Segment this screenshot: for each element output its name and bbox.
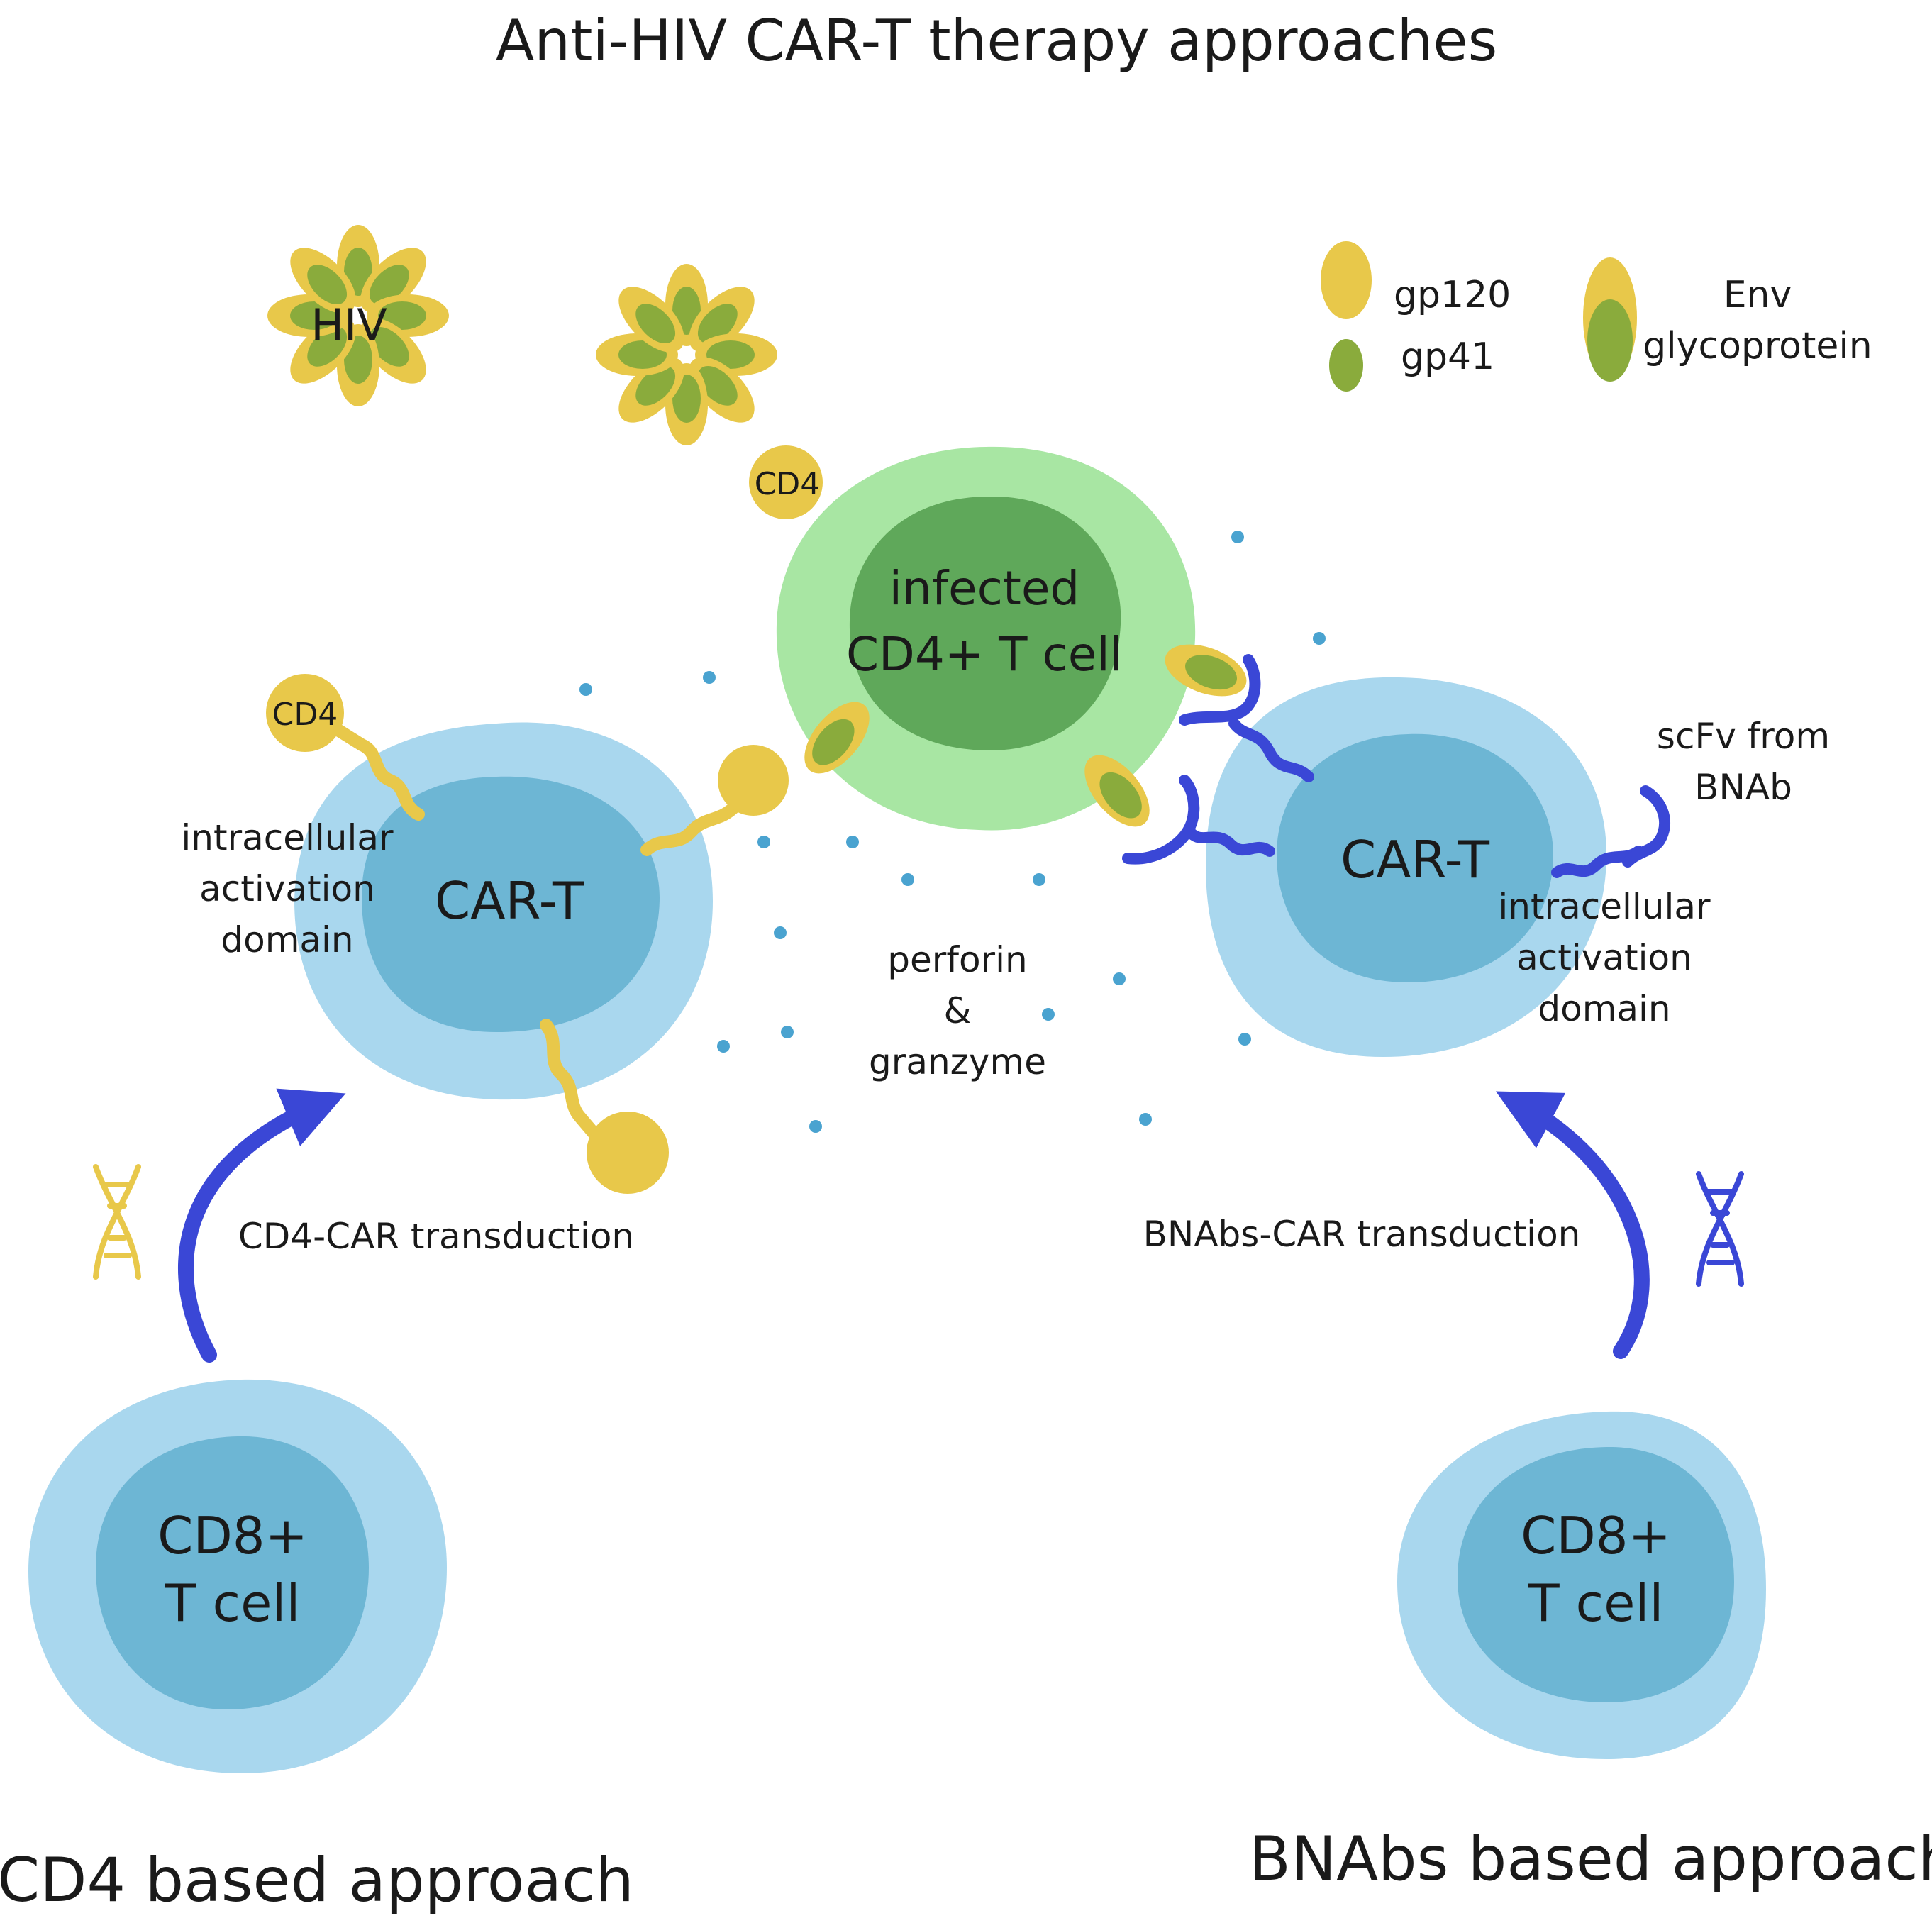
- perforin-label-line1: perforin: [887, 939, 1027, 980]
- legend-env-gp41-swatch: [1587, 299, 1633, 382]
- right-cd8-label-line1: CD8+: [1521, 1506, 1671, 1565]
- legend-gp41-label: gp41: [1401, 336, 1494, 378]
- right-transduction-label: BNAbs-CAR transduction: [1143, 1214, 1581, 1255]
- right-cd8-t-cell: CD8+ T cell: [1397, 1411, 1766, 1759]
- infected-cell-label-line1: infected: [889, 561, 1080, 616]
- legend: gp120 gp41 Env glycoprotein: [1321, 241, 1872, 392]
- infected-cell-cd4-label: CD4: [755, 466, 821, 502]
- left-cd8-label-line2: T cell: [165, 1573, 301, 1633]
- left-intracellular-line1: intracellular: [181, 817, 394, 858]
- left-cd8-label-line1: CD8+: [157, 1506, 308, 1565]
- left-transduction-arrow: [178, 1088, 346, 1363]
- right-intracellular-line3: domain: [1538, 988, 1670, 1029]
- yellow-dna-icon: [93, 1164, 141, 1280]
- perforin-label-line2: &: [944, 990, 972, 1031]
- infected-cell-label-line2: CD4+ T cell: [846, 627, 1123, 682]
- legend-gp120-label: gp120: [1394, 274, 1511, 316]
- cd4-car-receptors: [327, 721, 755, 1152]
- infected-cell-cd4-receptor: [749, 445, 823, 519]
- scfv-label-line2: BNAb: [1694, 767, 1792, 808]
- right-transduction-arrow: [1495, 1091, 1650, 1359]
- cd4-car-t-cell: CAR-T: [294, 722, 713, 1100]
- legend-gp120-swatch: [1321, 241, 1372, 319]
- right-intracellular-line2: activation: [1516, 937, 1692, 978]
- right-intracellular-line1: intracellular: [1498, 886, 1711, 927]
- hiv-label: HIV: [311, 299, 387, 351]
- car-cd4-head-right: [718, 745, 789, 816]
- left-intracellular-line3: domain: [221, 919, 353, 960]
- car-cd4-label: CD4: [272, 697, 338, 733]
- bnab-car-receptors: [1122, 654, 1671, 878]
- cd4-approach-label: CD4 based approach: [0, 1845, 634, 1916]
- legend-env-label-line1: Env: [1723, 274, 1792, 316]
- right-cd8-label-line2: T cell: [1528, 1573, 1664, 1633]
- env-glycoproteins: [804, 644, 1247, 827]
- legend-env-label-line2: glycoprotein: [1643, 325, 1872, 367]
- diagram-title: Anti-HIV CAR-T therapy approaches: [496, 8, 1498, 74]
- blue-dna-icon: [1696, 1171, 1744, 1287]
- cd4-car-heads: [266, 674, 789, 1194]
- left-cd8-t-cell: CD8+ T cell: [28, 1379, 447, 1773]
- left-intracellular-line2: activation: [199, 868, 375, 909]
- infected-cd4-t-cell: infected CD4+ T cell: [776, 446, 1196, 831]
- hiv-virion-bound: [596, 264, 777, 445]
- legend-gp41-swatch: [1329, 339, 1363, 392]
- right-car-t-label: CAR-T: [1340, 830, 1490, 890]
- left-car-t-label: CAR-T: [435, 871, 584, 931]
- car-cd4-head-top: [266, 674, 344, 752]
- bnabs-approach-label: BNAbs based approach: [1249, 1824, 1932, 1895]
- scfv-label-line1: scFv from: [1657, 716, 1830, 757]
- car-cd4-head-bottom: [587, 1112, 669, 1194]
- left-transduction-label: CD4-CAR transduction: [238, 1216, 634, 1257]
- granules: [579, 531, 1326, 1133]
- perforin-label-line3: granzyme: [869, 1041, 1046, 1082]
